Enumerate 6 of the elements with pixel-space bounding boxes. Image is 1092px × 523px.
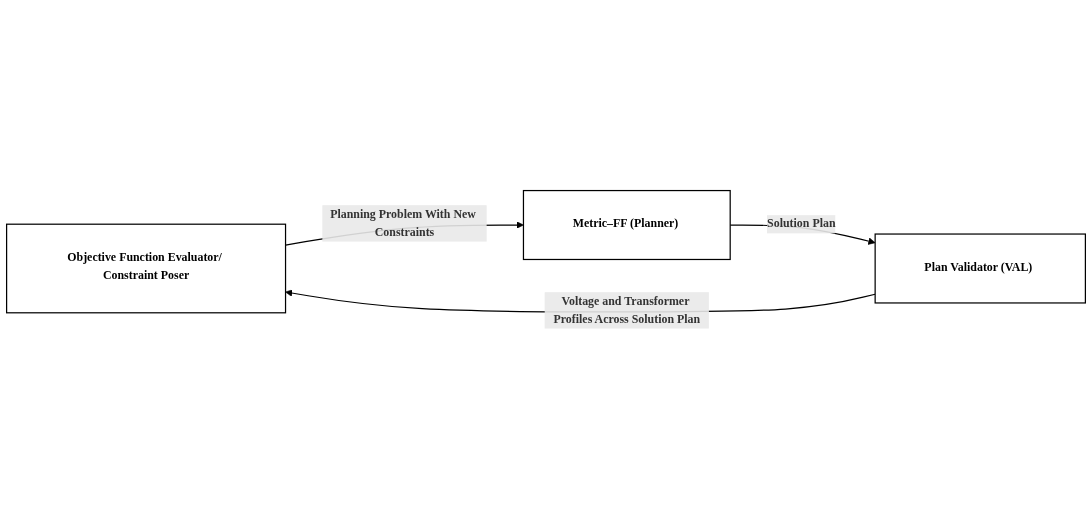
node-box: Objective Function Evaluator/ Constraint Poser [6,223,287,314]
edge-label: Voltage and Transformer Profiles Across Solution Plan [553,294,701,326]
node-box: Metric–FF (Planner) [522,190,731,261]
node-box: Plan Validator (VAL) [874,233,1086,304]
edge-label: Planning Problem With New Constraints [330,207,476,239]
edge-label: Solution Plan [767,217,836,231]
